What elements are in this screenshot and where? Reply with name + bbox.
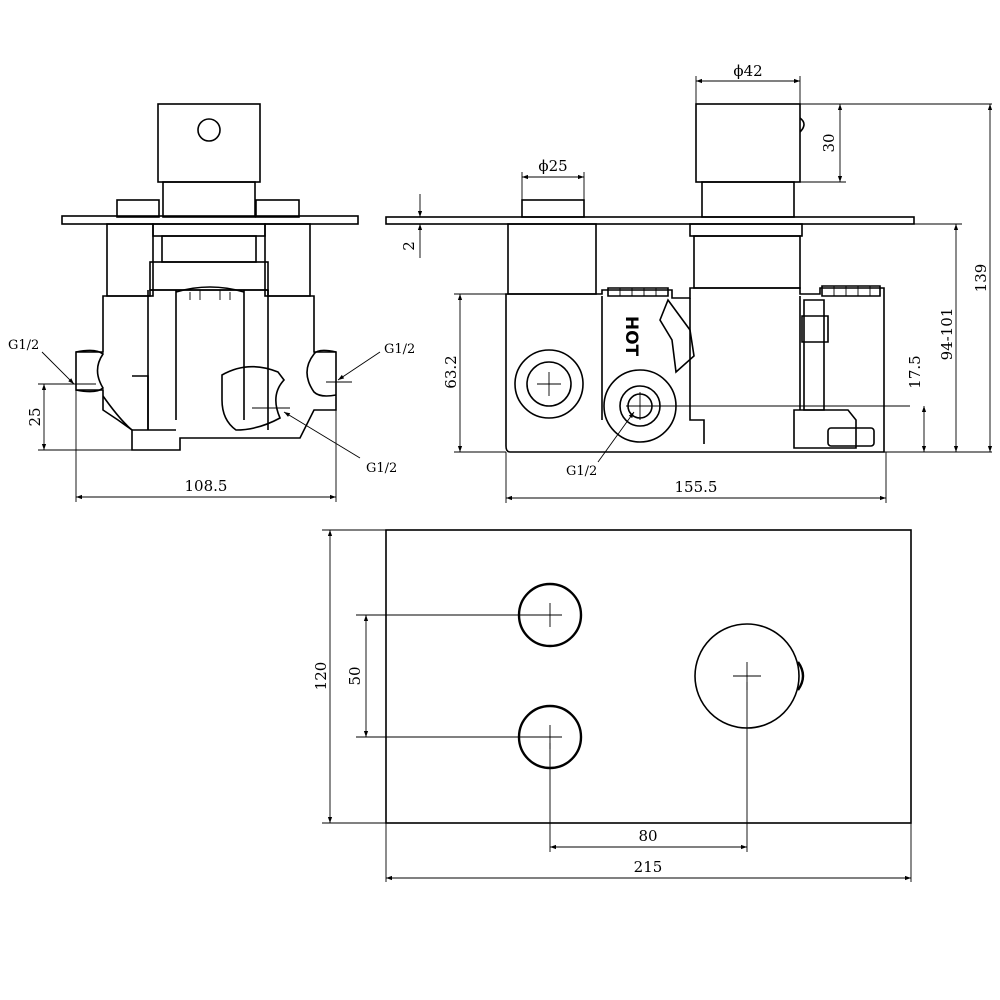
front-nuts <box>607 285 881 297</box>
side-centerlines <box>62 381 352 409</box>
dim-25-label: 25 <box>26 407 44 426</box>
dim-50-extensions <box>356 614 544 738</box>
front-outlet-centerline <box>626 392 910 420</box>
dim-63-label: 63.2 <box>442 355 460 388</box>
dim-155-extensions <box>505 452 887 503</box>
side-foot <box>132 375 176 431</box>
leader-right <box>337 351 381 381</box>
front-nut-flats <box>619 286 871 296</box>
side-body <box>75 289 337 451</box>
front-link <box>801 299 829 411</box>
front-foot-right <box>793 409 857 449</box>
front-cartridge <box>693 235 801 289</box>
front-inlet-cross <box>537 372 561 396</box>
leader-front <box>597 411 635 463</box>
plan-handle-notch <box>797 661 805 691</box>
thread-label-right: G1/2 <box>384 342 415 357</box>
dim-108-extensions <box>75 390 337 502</box>
side-inner-lines <box>147 290 269 430</box>
side-inlet-right <box>306 349 337 397</box>
dim-120-extensions <box>322 529 386 824</box>
side-neck <box>161 235 257 263</box>
dim-94-label: 94-101 <box>938 308 956 361</box>
dim-phi25-label: ϕ25 <box>538 157 567 175</box>
dim-right-extensions <box>802 103 992 453</box>
plan-plate <box>385 529 912 824</box>
dim-phi42-extensions <box>695 76 801 104</box>
dim-50-label: 50 <box>346 666 364 685</box>
side-top-curve <box>175 286 245 293</box>
side-cap-left <box>116 199 160 218</box>
dim-215-extensions <box>385 823 912 882</box>
thread-label-bottom: G1/2 <box>366 461 397 476</box>
front-outlet-cap <box>827 427 875 447</box>
front-collar <box>689 223 803 237</box>
side-collar <box>152 223 266 237</box>
side-body-top <box>149 261 269 291</box>
dim-80-extensions <box>549 682 748 852</box>
dim-108-label: 108.5 <box>185 477 228 495</box>
dim-phi25-extensions <box>521 172 585 200</box>
dim-25-extensions <box>38 383 132 451</box>
side-stem <box>162 181 256 218</box>
front-inlet-inner <box>526 361 572 407</box>
front-knob-cartridge <box>507 223 597 295</box>
front-handle <box>695 103 801 183</box>
side-foot-curve <box>102 395 133 431</box>
front-body <box>505 287 885 453</box>
thread-label-left: G1/2 <box>8 338 39 353</box>
leader-left <box>41 351 75 385</box>
side-outlet <box>221 365 286 431</box>
front-knob <box>521 199 585 218</box>
side-handle-hole <box>197 118 221 142</box>
front-view: HOT G1/2 ϕ25 ϕ42 30 2 63.2 155.5 17.5 <box>385 62 993 503</box>
front-handle-stem <box>701 181 795 218</box>
front-lever <box>659 298 695 374</box>
dim-215-label: 215 <box>634 858 663 876</box>
side-inlet-left <box>75 349 105 393</box>
dim-17-label: 17.5 <box>906 355 924 388</box>
front-handle-notch <box>799 117 805 133</box>
front-inlet-outer <box>514 349 584 419</box>
dim-phi42-label: ϕ42 <box>733 62 762 80</box>
plan-view: 50 120 80 215 <box>312 529 912 882</box>
dim-63-extensions <box>454 293 506 453</box>
side-nut <box>189 290 231 300</box>
dim-80-label: 80 <box>638 827 657 845</box>
leader-bottom <box>283 411 361 459</box>
thread-label-front: G1/2 <box>566 464 597 479</box>
hot-mark: HOT <box>621 316 641 357</box>
side-view: G1/2 G1/2 G1/2 25 108.5 <box>8 103 415 502</box>
side-handle <box>157 103 261 183</box>
dim-30-label: 30 <box>820 133 838 152</box>
side-cap-right <box>255 199 300 218</box>
front-plate <box>385 216 915 225</box>
dim-155-label: 155.5 <box>675 478 718 496</box>
dim-139-label: 139 <box>972 264 990 293</box>
side-column-left <box>106 223 154 297</box>
dim-2-label: 2 <box>400 241 418 251</box>
side-column-right <box>264 223 311 297</box>
dim-120-label: 120 <box>312 662 330 691</box>
